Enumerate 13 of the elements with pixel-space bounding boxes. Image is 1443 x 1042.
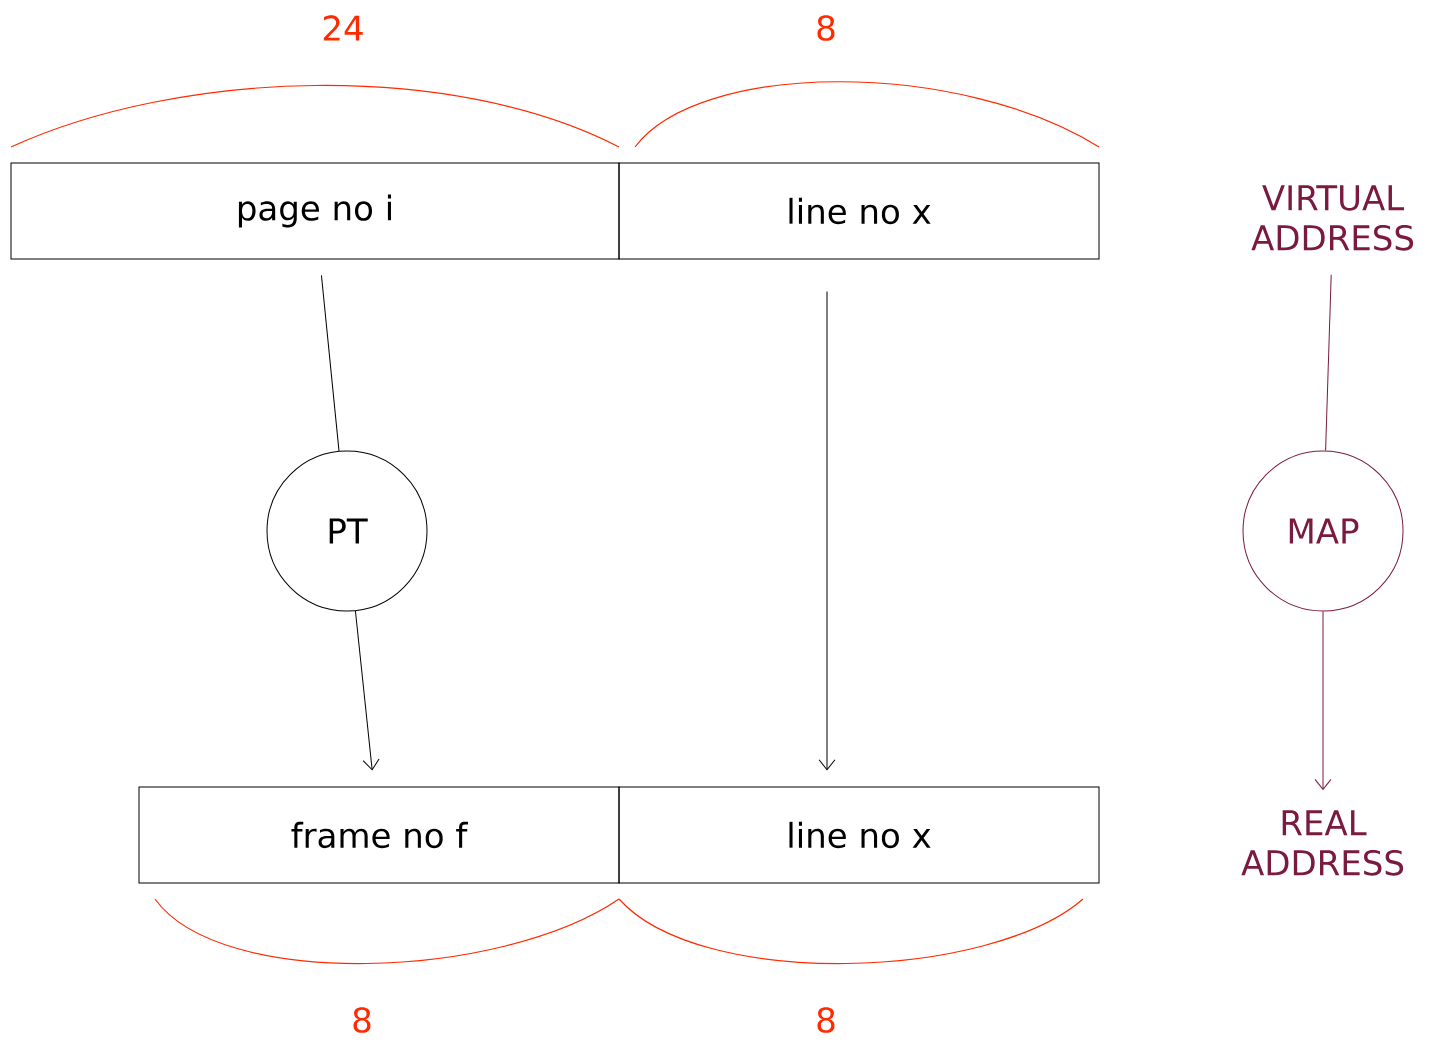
address-label: REAL ADDRESS bbox=[1241, 810, 1404, 876]
arrow bbox=[354, 610, 380, 771]
arrow bbox=[818, 291, 836, 771]
arrow bbox=[1314, 611, 1332, 790]
dimension-label: 8 bbox=[817, 15, 835, 41]
field-box: line no x bbox=[618, 786, 1100, 884]
address-label: VIRTUAL ADDRESS bbox=[1251, 185, 1414, 251]
dimension-label: 8 bbox=[817, 1007, 835, 1033]
dimension-label: 24 bbox=[323, 15, 363, 41]
field-box: frame no f bbox=[138, 786, 620, 884]
field-box: line no x bbox=[618, 162, 1100, 260]
field-box: page no i bbox=[10, 162, 620, 260]
dimension-label: 8 bbox=[353, 1007, 371, 1033]
